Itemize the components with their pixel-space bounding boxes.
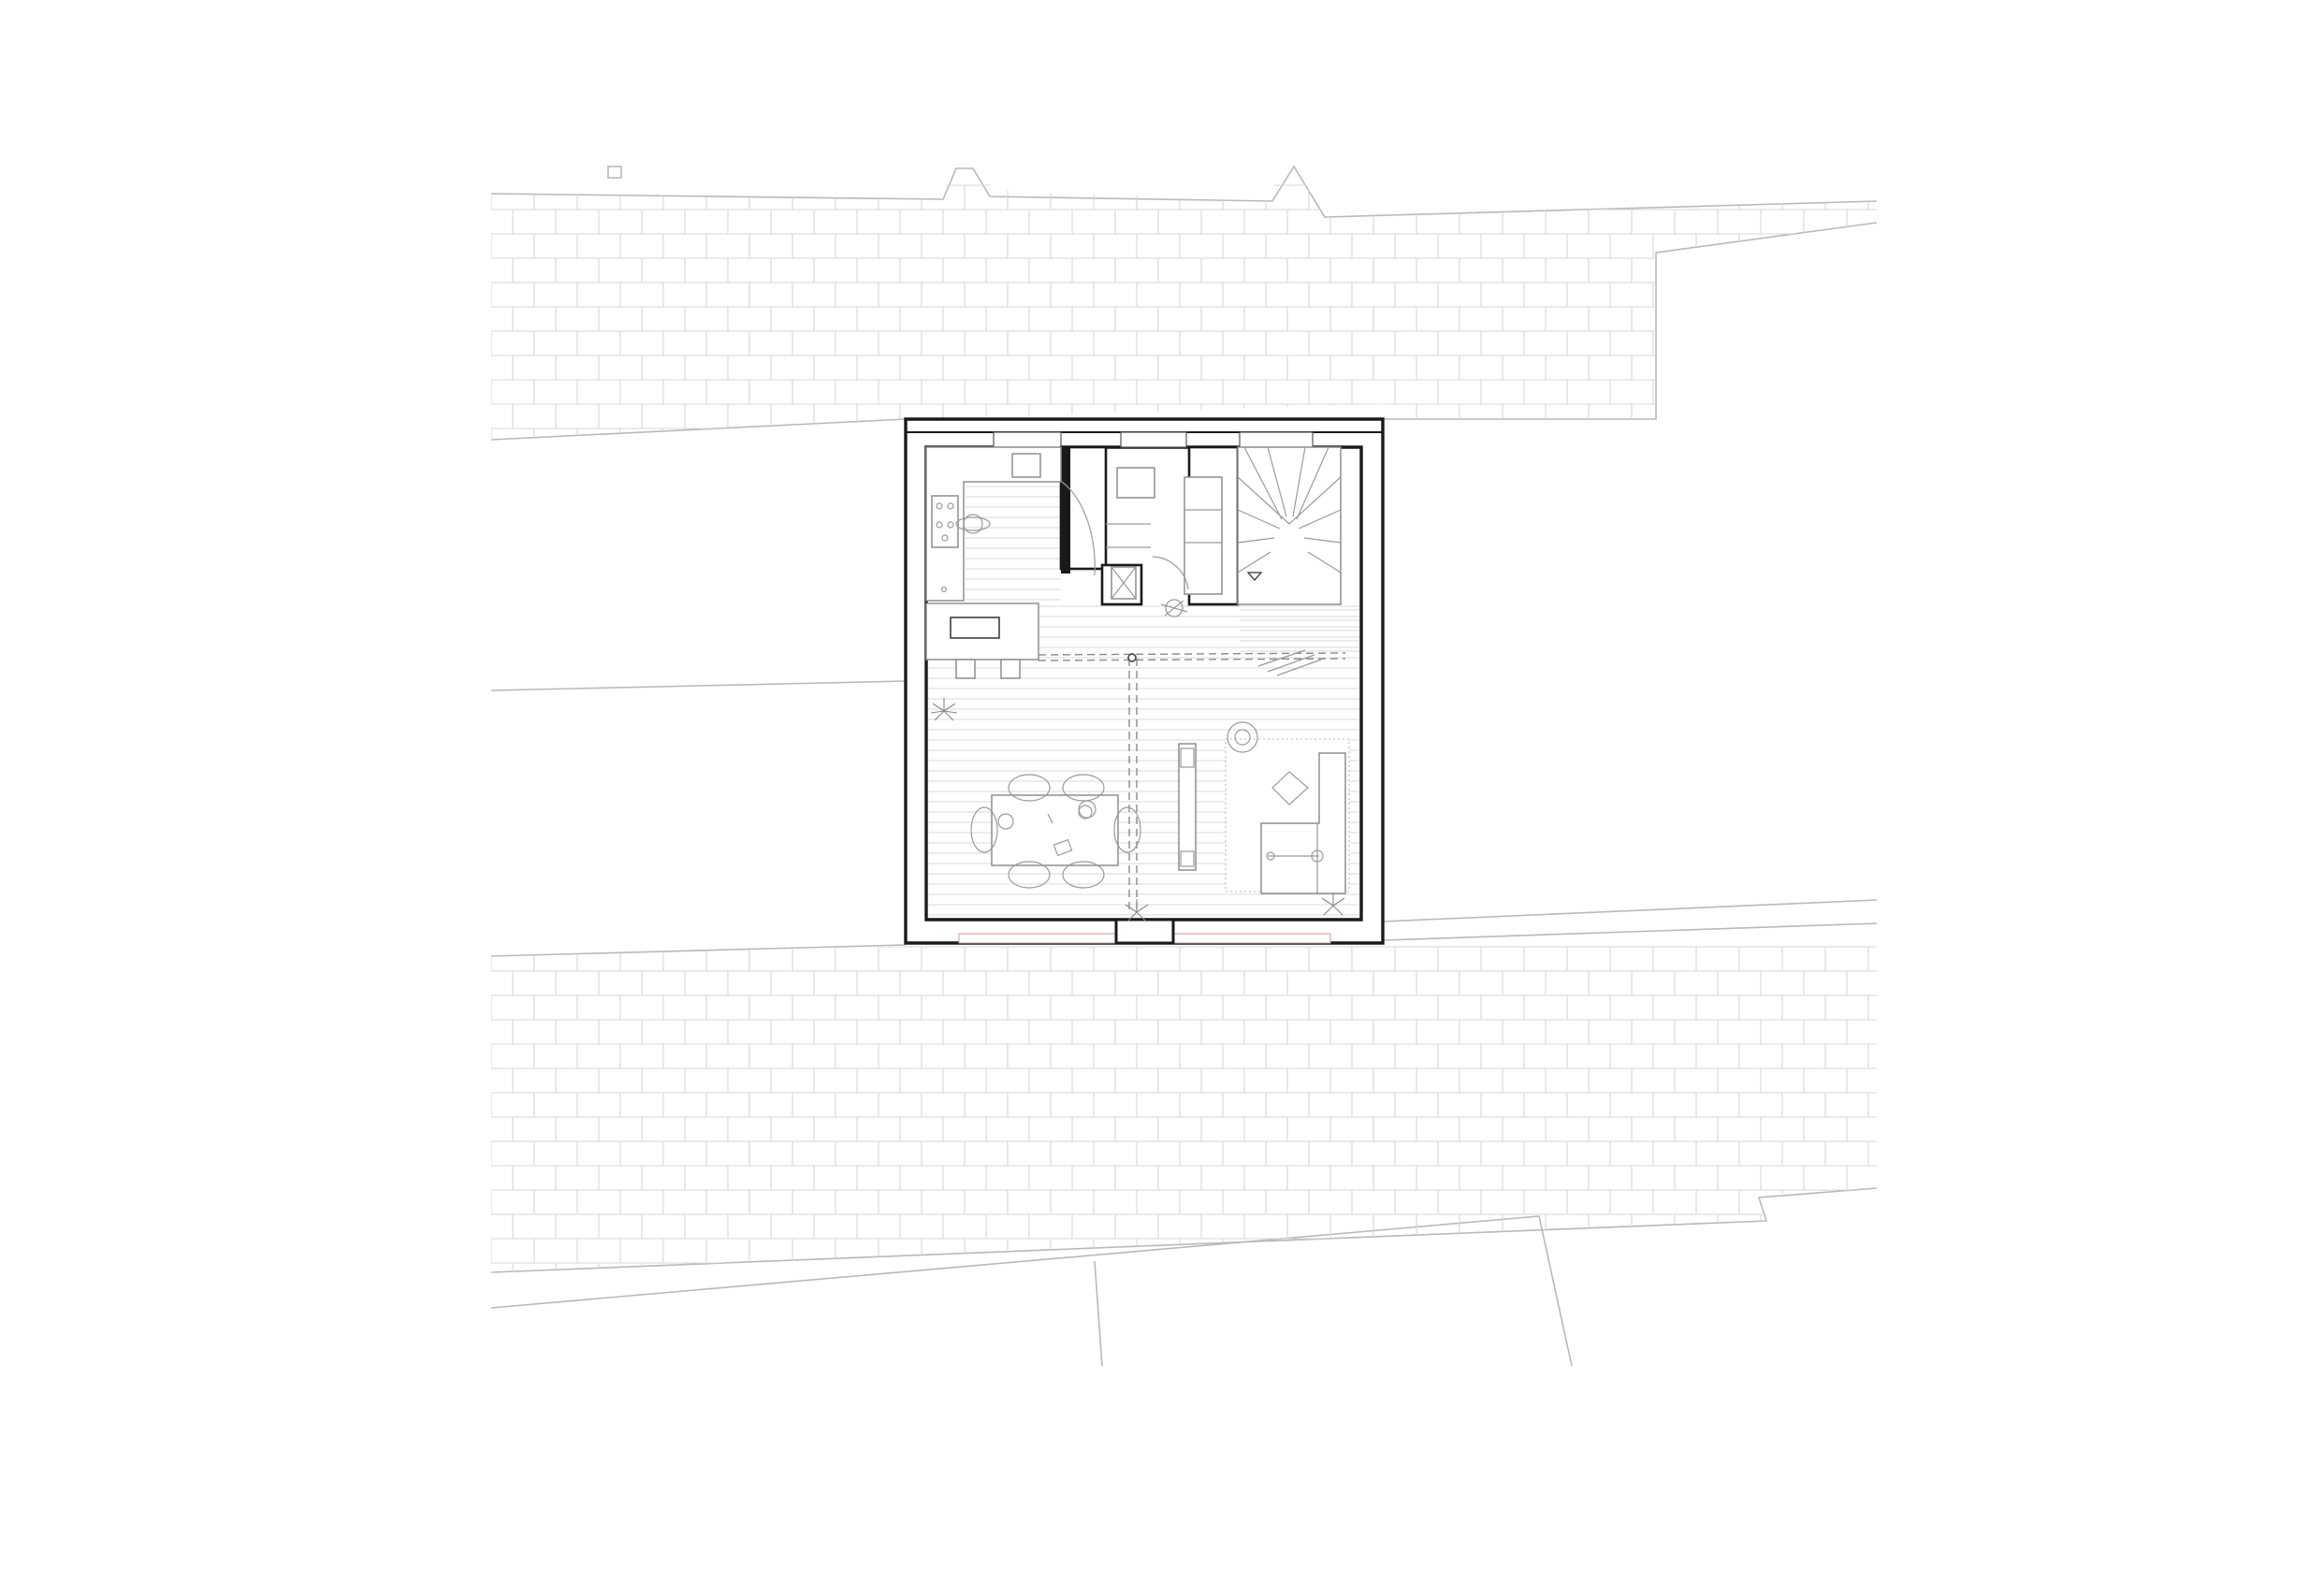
bottom-windows: [958, 918, 1331, 945]
staircase: [1237, 446, 1342, 605]
low-shelving: [1178, 743, 1197, 871]
bottom-brick-rows: [491, 946, 1877, 1272]
person-icon: [1160, 599, 1188, 617]
bottom-paving: [490, 922, 1878, 1367]
top-windows: [993, 431, 1314, 448]
top-brick-rows: [491, 184, 1877, 440]
top-paving-pattern: [491, 131, 1885, 449]
building-plan: [904, 417, 1385, 945]
top-paving: [490, 131, 1885, 449]
plant-icon: [1321, 893, 1345, 916]
living-area: [1225, 721, 1350, 894]
plant-icon: [1125, 899, 1149, 922]
dining-area: [970, 774, 1141, 889]
plant-icon: [930, 698, 958, 721]
plants: [930, 599, 1345, 922]
kitchen: [925, 446, 1096, 679]
bathroom: [1106, 467, 1223, 600]
partition-track: [1038, 649, 1346, 912]
brick-paving-pattern: [491, 184, 1877, 1272]
